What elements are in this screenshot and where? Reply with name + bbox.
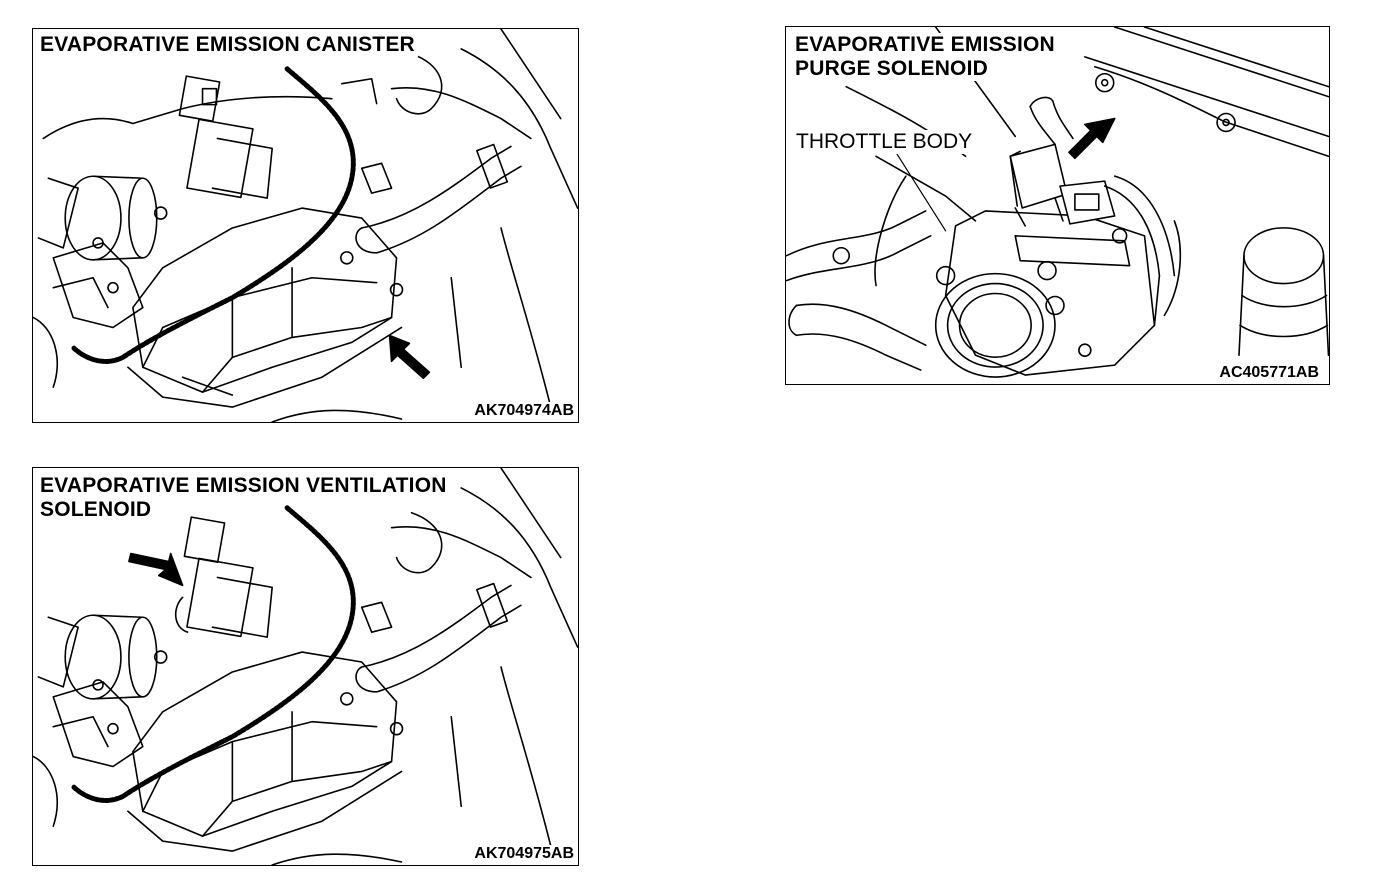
canister-figure-code: AK704974AB bbox=[472, 402, 576, 420]
purge-solenoid-title-line1: EVAPORATIVE EMISSION bbox=[792, 33, 1058, 57]
ventilation-solenoid-title-line1: EVAPORATIVE EMISSION VENTILATION bbox=[37, 474, 450, 498]
ventilation-solenoid-engine-illustration bbox=[33, 468, 578, 865]
purge-solenoid-diagram-panel: EVAPORATIVE EMISSION PURGE SOLENOID THRO… bbox=[785, 26, 1330, 385]
canister-engine-illustration bbox=[33, 29, 578, 422]
purge-solenoid-figure-code: AC405771AB bbox=[1217, 364, 1321, 382]
purge-solenoid-title-line2: PURGE SOLENOID bbox=[792, 57, 991, 81]
canister-title: EVAPORATIVE EMISSION CANISTER bbox=[37, 33, 418, 57]
canister-diagram-panel: EVAPORATIVE EMISSION CANISTER AK704974AB bbox=[32, 28, 579, 423]
purge-solenoid-engine-illustration bbox=[786, 27, 1329, 378]
ventilation-solenoid-figure-code: AK704975AB bbox=[472, 845, 576, 863]
throttle-body-callout: THROTTLE BODY bbox=[794, 130, 975, 154]
ventilation-solenoid-diagram-panel: EVAPORATIVE EMISSION VENTILATION SOLENOI… bbox=[32, 467, 579, 866]
ventilation-solenoid-title-line2: SOLENOID bbox=[37, 498, 155, 522]
